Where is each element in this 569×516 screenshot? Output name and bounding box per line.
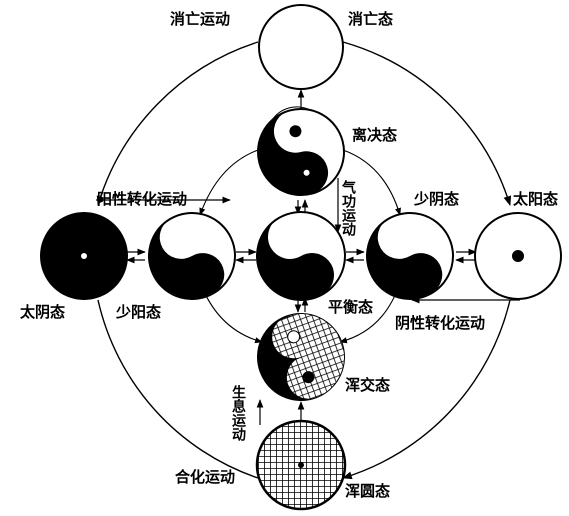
greater-yang-state-label: 太阳态 (513, 190, 559, 208)
balance-state-label: 平衡态 (328, 298, 374, 316)
combination-motion-label: 合化运动 (175, 468, 236, 486)
mixing-state-label: 浑交态 (345, 376, 391, 394)
outer-cycle (96, 41, 512, 480)
yin-transform-motion-label: 阴性转化运动 (395, 314, 486, 332)
greater-yang-circle (474, 212, 562, 300)
greater-yin-state-label: 太阴态 (20, 303, 66, 321)
dissipation-motion-label: 消亡运动 (170, 10, 231, 28)
round-state-circle (255, 419, 347, 511)
greater-yin-circle (40, 212, 128, 300)
lesser-yang-state-label: 少阳态 (116, 303, 162, 321)
lesser-yin-taiji (366, 212, 454, 300)
generation-motion-label: 生息运动 (230, 385, 246, 441)
qi-motion-label: 气功运动 (340, 180, 356, 236)
dissipation-state-circle (258, 4, 344, 90)
lesser-yin-state-label: 少阴态 (414, 190, 460, 208)
separation-state-label: 离决态 (352, 126, 398, 144)
lesser-yang-taiji (148, 212, 236, 300)
round-state-label: 浑圆态 (345, 482, 391, 500)
dissipation-state-label: 消亡态 (348, 10, 394, 28)
mixing-state-taiji (257, 313, 345, 401)
horizontal-arrows (96, 196, 520, 304)
yang-transform-motion-label: 阳性转化运动 (97, 190, 188, 208)
separation-state-taiji (257, 106, 345, 196)
balance-taiji (256, 211, 346, 301)
